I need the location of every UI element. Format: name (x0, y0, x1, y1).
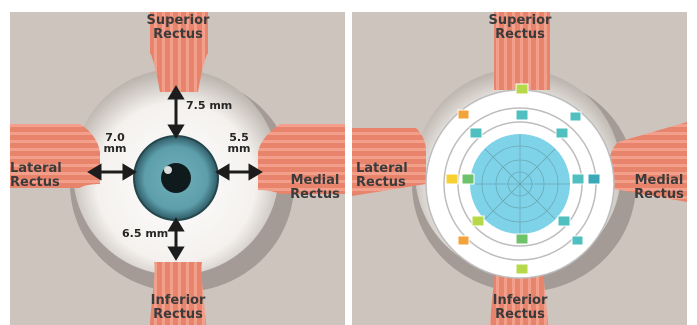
marker (458, 236, 469, 245)
lateral-rectus-label: Lateral Rectus (356, 162, 414, 190)
marker (516, 84, 528, 94)
superior-rectus-label: Superior Rectus (470, 14, 570, 42)
cornea-grid (470, 134, 570, 234)
marker (470, 128, 482, 138)
marker (472, 216, 484, 226)
marker (516, 234, 528, 244)
marker (572, 236, 583, 245)
superior-measurement: 7.5 mm (186, 100, 232, 111)
inferior-rectus-label: Inferior Rectus (128, 294, 228, 322)
marker (516, 264, 528, 274)
inferior-measurement: 6.5 mm (122, 228, 168, 239)
marker (570, 112, 581, 121)
marker (462, 174, 474, 184)
superior-rectus-label: Superior Rectus (128, 14, 228, 42)
medial-measurement: 5.5 mm (224, 132, 254, 154)
left-eye-diagram: Superior Rectus Lateral Rectus Medial Re… (10, 12, 345, 325)
pupil-highlight (164, 166, 172, 174)
inferior-rectus-label: Inferior Rectus (470, 294, 570, 322)
medial-rectus-label: Medial Rectus (632, 174, 686, 202)
marker (446, 174, 458, 184)
right-eye-map-diagram: Superior Rectus Lateral Rectus Medial Re… (352, 12, 687, 325)
marker (572, 174, 584, 184)
marker (556, 128, 568, 138)
lateral-measurement: 7.0 mm (100, 132, 130, 154)
lateral-rectus-label: Lateral Rectus (10, 162, 68, 190)
medial-rectus-label: Medial Rectus (286, 174, 344, 202)
marker (558, 216, 570, 226)
marker (516, 110, 528, 120)
marker (458, 110, 469, 119)
marker (588, 174, 600, 184)
